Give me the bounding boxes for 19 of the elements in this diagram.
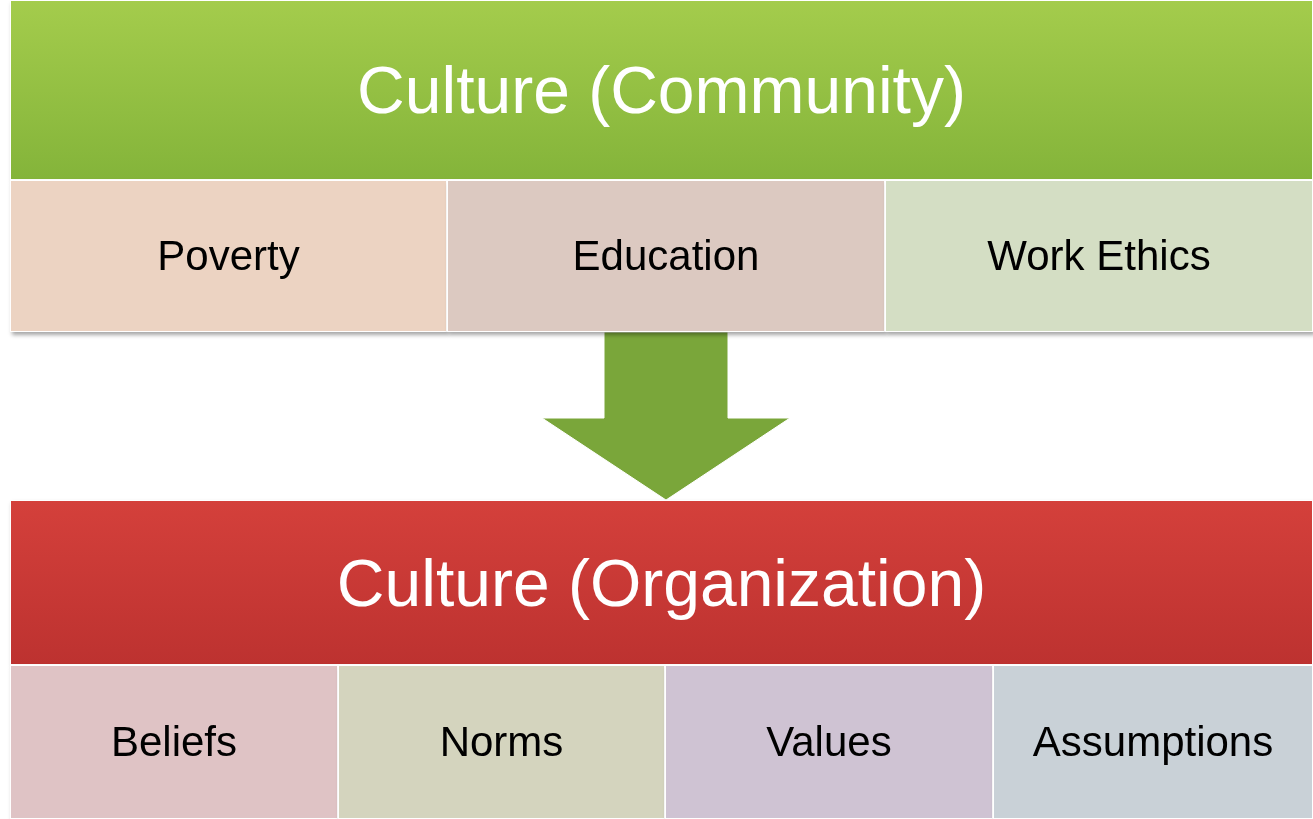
heading-text: Culture (Organization) [336,544,987,621]
category-label: Education [572,232,760,280]
header-band [10,500,1313,665]
category-panel [993,665,1313,819]
category-label: Poverty [157,232,300,280]
category-panel [10,180,447,332]
header-band [10,0,1313,180]
category-panel [885,180,1313,332]
category-panel [338,665,665,819]
block-arrow [541,331,791,501]
category-panel [665,665,993,819]
heading-text: Culture (Community) [357,52,966,128]
category-label: Work Ethics [987,232,1211,280]
category-label: Norms [439,718,564,766]
category-label: Values [766,718,892,766]
category-label: Beliefs [110,718,238,766]
category-panel [10,665,338,819]
category-panel [447,180,885,332]
category-label: Assumptions [1032,718,1274,766]
